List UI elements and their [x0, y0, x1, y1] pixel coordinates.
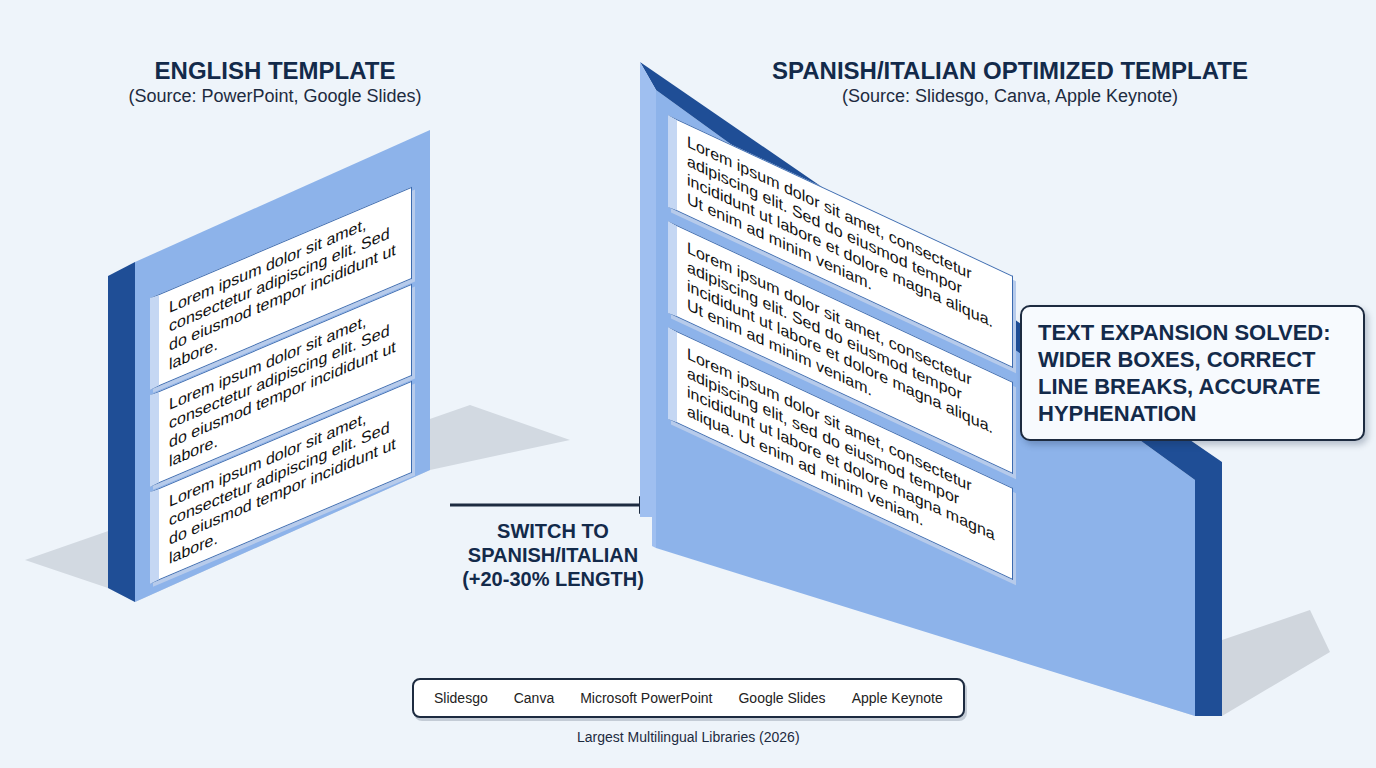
panel-subheading: (Source: Slidesgo, Canva, Apple Keynote) — [655, 85, 1365, 107]
library-bar: Slidesgo Canva Microsoft PowerPoint Google … — [412, 678, 965, 718]
library-name: Apple Keynote — [852, 689, 943, 707]
callout-text: TEXT EXPANSION SOLVED: WIDER BOXES, CORR… — [1038, 319, 1347, 427]
caption: Largest Multilingual Libraries (2026) — [577, 728, 800, 746]
callout-box: TEXT EXPANSION SOLVED: WIDER BOXES, CORR… — [1020, 305, 1365, 441]
arrow-label: SWITCH TO SPANISH/ITALIAN (+20-30% LENGT… — [454, 517, 652, 593]
panel-illustration — [655, 55, 656, 56]
panel-heading: ENGLISH TEMPLATE — [100, 55, 450, 85]
panel-subheading: (Source: PowerPoint, Google Slides) — [100, 85, 450, 107]
library-name: Microsoft PowerPoint — [580, 689, 712, 707]
panel-heading: SPANISH/ITALIAN OPTIMIZED TEMPLATE — [655, 55, 1365, 85]
library-name: Google Slides — [738, 689, 825, 707]
template-panel: ENGLISH TEMPLATE(Source: PowerPoint, Goo… — [100, 55, 450, 615]
library-name: Canva — [514, 689, 554, 707]
switch-arrow — [450, 504, 655, 507]
template-panel: SPANISH/ITALIAN OPTIMIZED TEMPLATE(Sourc… — [655, 55, 1365, 725]
library-name: Slidesgo — [434, 689, 488, 707]
panel-illustration — [100, 55, 101, 56]
